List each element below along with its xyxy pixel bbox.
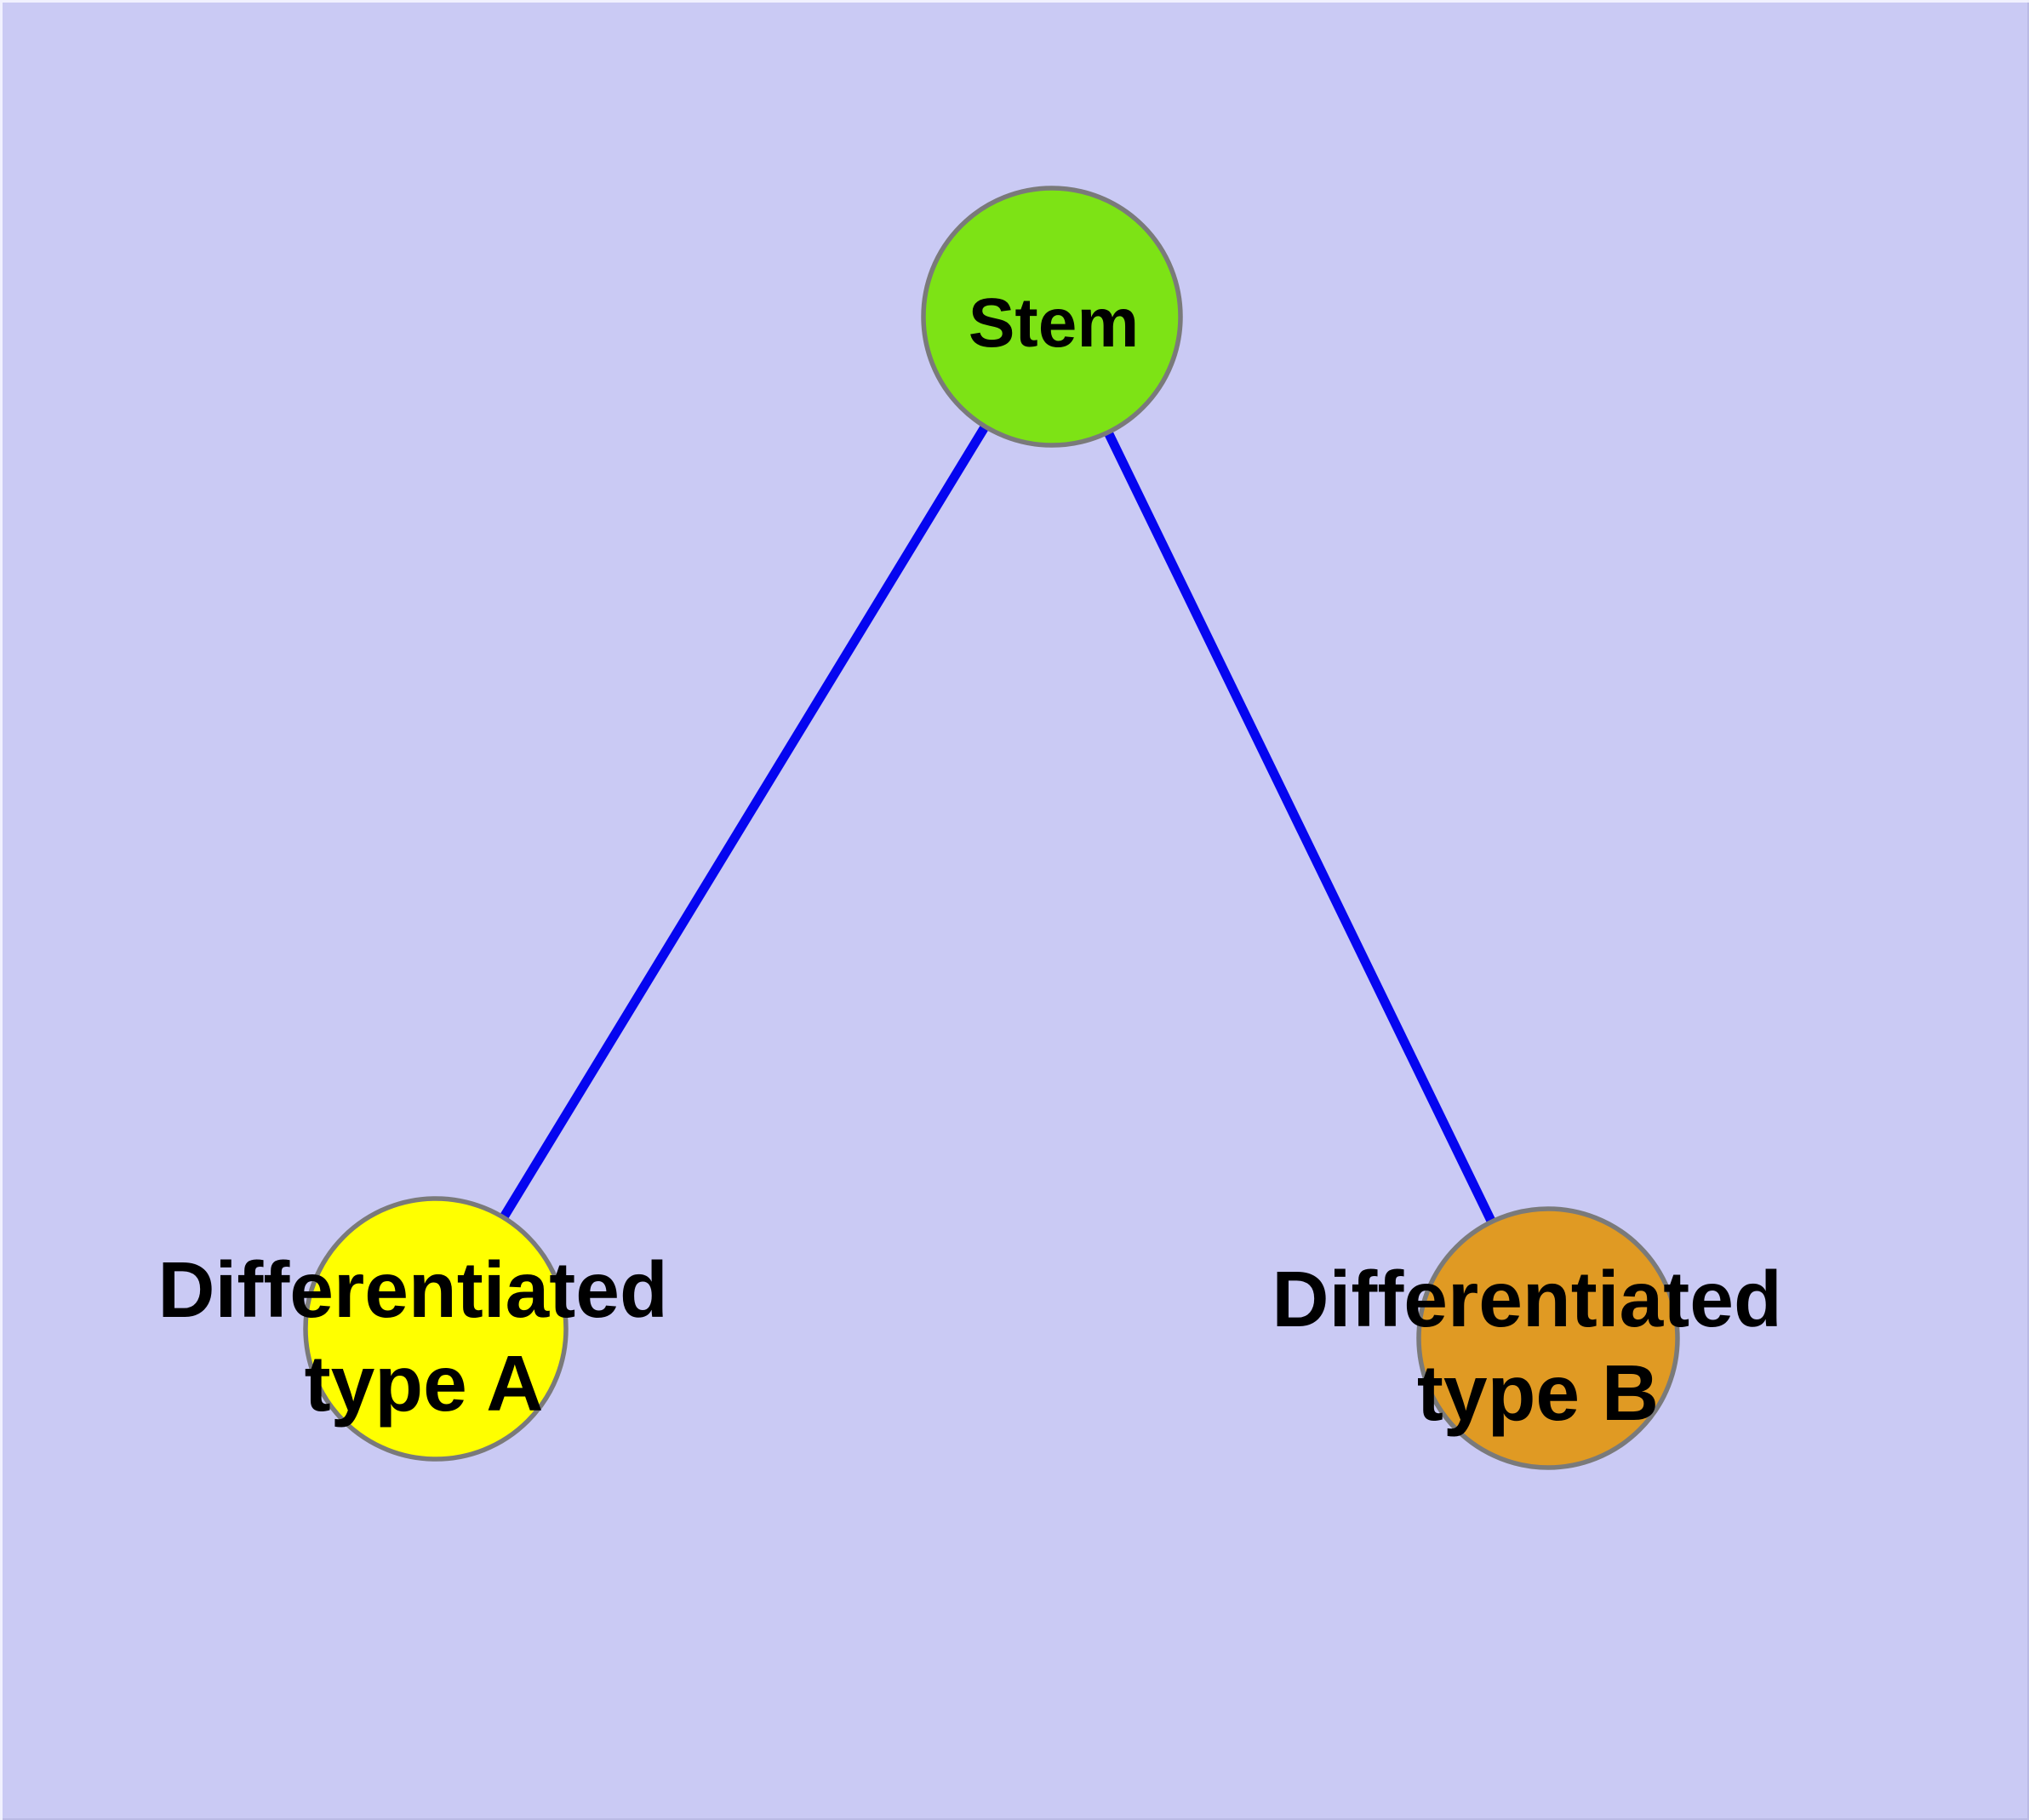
node-label-stem: Stem [969,284,1140,362]
node-layer [303,186,1680,1470]
node-label-type-a-line1: Differentiated [157,1245,667,1334]
node-label-differentiated-type-a: Differentiated type A [157,1245,689,1428]
edge-stem-to-type-b [1048,314,1552,1341]
node-label-type-b-line1: Differentiated [1272,1255,1781,1343]
edge-layer [432,314,1552,1341]
node-label-type-b-line2: type B [1417,1348,1659,1437]
node-stem [921,186,1183,448]
label-layer: Stem Differentiated type A Differentiate… [157,284,1803,1437]
node-label-differentiated-type-b: Differentiated type B [1272,1255,1803,1437]
node-label-type-a-line2: type A [305,1339,544,1428]
edge-stem-to-type-a [432,314,1056,1331]
node-differentiated-type-b [1416,1206,1680,1470]
node-differentiated-type-a [303,1196,569,1462]
